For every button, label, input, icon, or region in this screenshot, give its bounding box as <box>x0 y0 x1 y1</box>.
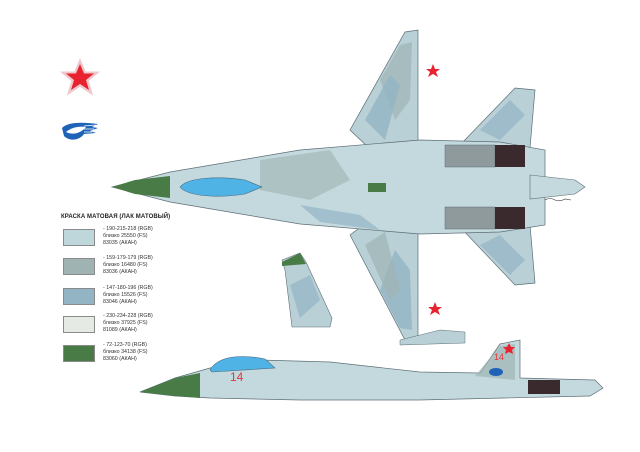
red-star-icon <box>59 58 101 96</box>
color-swatch <box>63 258 95 275</box>
swatch-rgb: - 159-179-179 (RGB) <box>103 255 153 261</box>
swatch-akan: 81089 (АКАН) <box>103 327 137 333</box>
swatch-rgb: - 72-123-70 (RGB) <box>103 342 147 348</box>
swatch-fs: близко 37925 (FS) <box>103 320 148 326</box>
color-swatch <box>63 316 95 333</box>
swatch-fs: близко 16480 (FS) <box>103 262 148 268</box>
tail-fin-view <box>281 252 333 328</box>
swatch-fs: близко 34138 (FS) <box>103 349 148 355</box>
tail-number-fin: 14 <box>494 352 505 362</box>
top-view-aircraft <box>110 29 586 343</box>
tail-number-nose: 14 <box>230 370 244 384</box>
swatch-akan: 83036 (АКАН) <box>103 269 137 275</box>
swatch-akan: 83046 (АКАН) <box>103 299 137 305</box>
color-swatch <box>63 288 95 305</box>
swatch-rgb: - 190-215-218 (RGB) <box>103 226 153 232</box>
swatch-fs: близко 25550 (FS) <box>103 233 148 239</box>
legend-title: КРАСКА МАТОВАЯ (ЛАК МАТОВЫЙ) <box>61 214 171 220</box>
winged-emblem-icon <box>62 122 98 140</box>
swatch-akan: 83035 (АКАН) <box>103 240 137 246</box>
color-swatch <box>63 229 95 246</box>
swatch-akan: 83060 (АКАН) <box>103 356 137 362</box>
swatch-rgb: - 230-234-228 (RGB) <box>103 313 153 319</box>
swatch-fs: близко 15526 (FS) <box>103 292 148 298</box>
color-swatch <box>63 345 95 362</box>
side-view-aircraft <box>139 329 604 401</box>
swatch-rgb: - 147-180-196 (RGB) <box>103 285 153 291</box>
